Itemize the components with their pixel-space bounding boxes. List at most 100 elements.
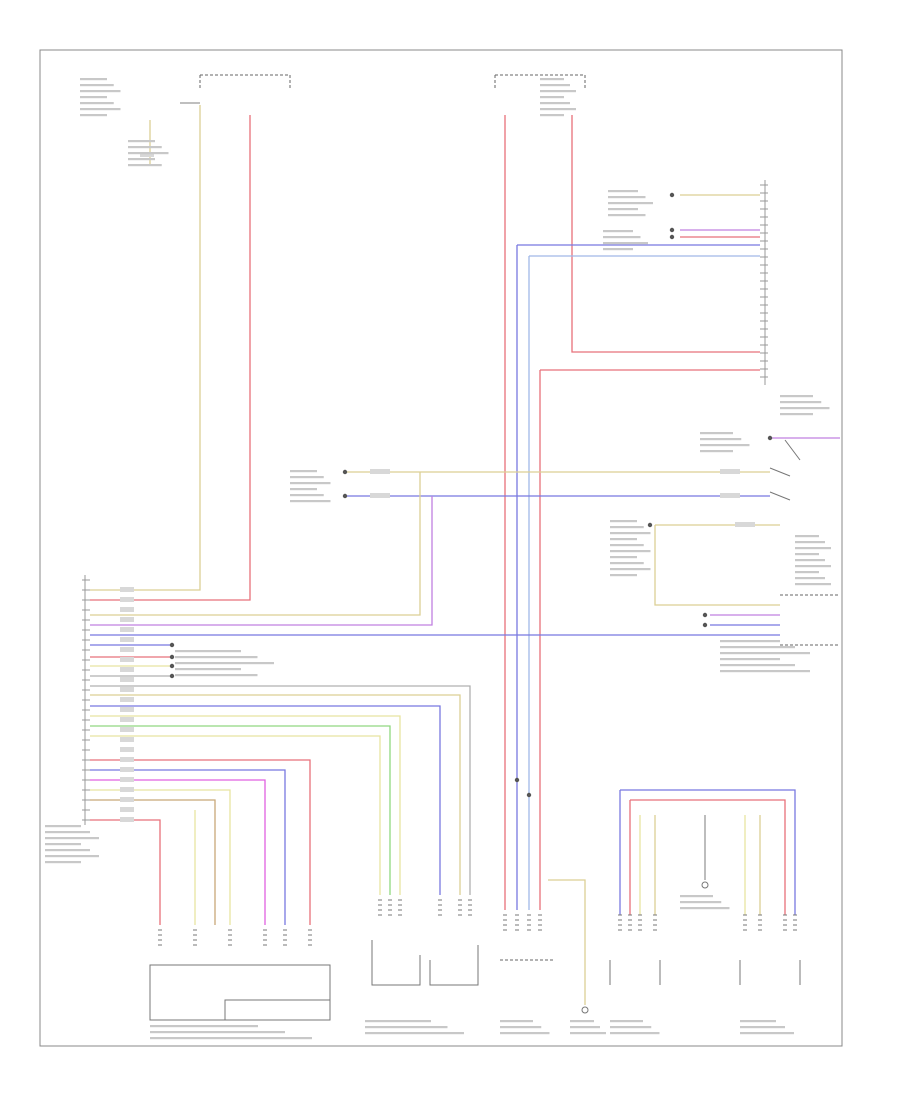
label-block (720, 670, 810, 673)
label-block (365, 1020, 431, 1023)
label-block (570, 1020, 594, 1023)
wire-label (120, 787, 134, 792)
label-block (80, 102, 114, 105)
label-block (740, 1032, 794, 1035)
label-block (45, 837, 99, 840)
label-block (290, 476, 324, 479)
wire-label (120, 767, 134, 772)
label-block (540, 78, 564, 81)
wire-paleyellow-to-module (90, 715, 401, 895)
ecm-splice-dot (669, 234, 675, 240)
label-block (780, 401, 822, 404)
label-block (175, 650, 241, 653)
diagram-border (39, 49, 843, 1047)
label-block (610, 574, 637, 577)
wire-violet-hcm (90, 496, 433, 626)
label-block (795, 583, 831, 586)
wheel-sensor-outline (739, 960, 801, 985)
label-block (740, 1026, 785, 1029)
label-block (80, 96, 107, 99)
wire-yellow-branch (654, 525, 780, 606)
wire-yellow-hcm (90, 472, 421, 616)
splice-dot (169, 654, 175, 660)
wire-label (120, 697, 134, 702)
wire-label (120, 707, 134, 712)
wire-red-to-sensor (90, 759, 311, 925)
wire-red-wheel (630, 799, 786, 915)
wire-blue-to-sensor (90, 769, 286, 925)
label-block (290, 488, 317, 491)
splice-dot (169, 642, 175, 648)
wire-label (735, 522, 755, 527)
fuse-box-right-outline (494, 74, 586, 90)
wire-label (120, 667, 134, 672)
wire-label (120, 607, 134, 612)
wire-label (120, 647, 134, 652)
splice-dot (342, 469, 348, 475)
label-block (608, 190, 638, 193)
wire-red-feed (90, 115, 251, 601)
label-block (610, 1020, 643, 1023)
label-block (175, 656, 258, 659)
label-block (80, 78, 107, 81)
label-block (603, 236, 641, 239)
label-block (500, 1020, 533, 1023)
wire-label (120, 657, 134, 662)
wire-label (120, 717, 134, 722)
wire-label (720, 469, 740, 474)
ground-symbol (581, 1006, 589, 1014)
label-block (150, 1025, 258, 1028)
wire-red-ecm (571, 115, 760, 353)
wire-label (120, 687, 134, 692)
wire-brown-to-sensor (90, 799, 216, 925)
splice-dot (702, 612, 708, 618)
label-block (610, 568, 651, 571)
module-outline (429, 945, 479, 986)
wire-label (120, 587, 134, 592)
label-block (128, 164, 162, 167)
label-block (570, 1026, 600, 1029)
label-block (610, 1032, 660, 1035)
label-block (700, 432, 733, 435)
wires-layer (90, 102, 840, 1005)
splice-dot (526, 792, 532, 798)
label-block (603, 248, 633, 251)
wire-label (120, 777, 134, 782)
wire-label (120, 617, 134, 622)
wire-yellow-to-module (90, 694, 461, 895)
label-block (610, 532, 651, 535)
wire-label (120, 637, 134, 642)
wheel-sensor-outline (609, 960, 661, 985)
splice-dot (702, 622, 708, 628)
label-block (540, 102, 570, 105)
splice-dot (514, 777, 520, 783)
label-block (540, 84, 570, 87)
label-block (540, 90, 576, 93)
label-block (610, 556, 637, 559)
splice-dot (169, 673, 175, 679)
label-block (720, 646, 795, 649)
ecm-splice-dot (669, 192, 675, 198)
label-block (175, 662, 274, 665)
label-block (150, 1037, 312, 1040)
wire-blue-to-module (90, 705, 441, 895)
splice-dot (647, 522, 653, 528)
label-block (608, 208, 638, 211)
label-block (608, 196, 646, 199)
splice-dot (342, 493, 348, 499)
label-block (128, 140, 155, 143)
label-block (500, 1026, 542, 1029)
label-block (603, 242, 648, 245)
label-block (740, 1020, 776, 1023)
label-block (720, 652, 810, 655)
label-block (720, 640, 780, 643)
wire-gray-to-module (90, 685, 471, 895)
label-block (365, 1026, 448, 1029)
steering-sensor-outline (149, 964, 331, 1021)
label-block (610, 544, 644, 547)
label-block (680, 895, 713, 898)
label-block (700, 444, 750, 447)
label-block (608, 202, 653, 205)
